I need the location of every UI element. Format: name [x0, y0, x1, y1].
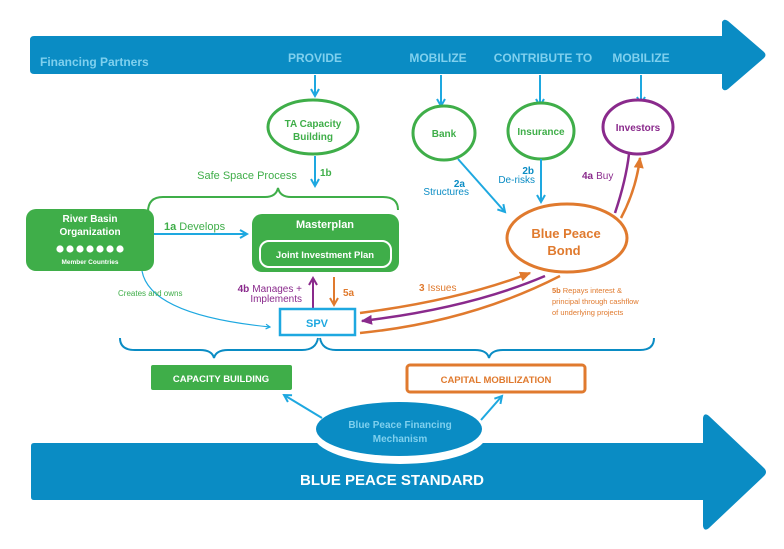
step-1a-number: 1a: [164, 221, 177, 233]
blue-peace-financing-mechanism: Blue Peace Financing Mechanism: [313, 402, 487, 464]
step-4b-text2: Implements: [250, 294, 302, 305]
top-banner-arrow: [30, 19, 766, 91]
insurance-node: Insurance: [506, 101, 576, 161]
ta-line1: TA Capacity: [285, 119, 342, 130]
creates-owns-label: Creates and owns: [118, 289, 182, 298]
member-country-dots: [56, 245, 124, 253]
curve-4a-orange: [619, 156, 644, 219]
curve-purple-to-spv: [360, 274, 546, 325]
capacity-building-pillar: CAPACITY BUILDING: [151, 365, 292, 390]
curve-5b-repay: [359, 274, 561, 335]
action-mobilize-bank: MOBILIZE: [409, 51, 466, 65]
action-mobilize-investors: MOBILIZE: [612, 51, 669, 65]
step-5b-line3: of underlying projects: [552, 308, 624, 317]
step-5b-line2: principal through cashflow: [552, 297, 639, 306]
blue-peace-bond-node: Blue Peace Bond: [505, 202, 629, 274]
insurance-label: Insurance: [517, 127, 565, 138]
curve-3-issues: [359, 271, 532, 315]
member-country-dot: [76, 245, 84, 253]
mechanism-line1: Blue Peace Financing: [348, 420, 451, 431]
member-countries-label: Member Countries: [61, 259, 118, 266]
masterplan-box: Masterplan Joint Investment Plan: [252, 214, 399, 272]
step-4a-text: Buy: [596, 171, 613, 182]
arrow-to-capacity: [282, 393, 323, 419]
step-2b-text: De-risks: [498, 175, 535, 186]
step-4a-number: 4a: [582, 171, 594, 182]
arrow-to-capital: [480, 394, 504, 421]
step-4b-text1: Manages +: [252, 284, 302, 295]
member-country-dot: [56, 245, 64, 253]
blue-peace-standard-label: BLUE PEACE STANDARD: [300, 472, 484, 489]
capacity-brace: [119, 337, 319, 359]
capital-brace: [319, 337, 655, 359]
member-country-dot: [116, 245, 124, 253]
rbo-line1: River Basin: [62, 214, 117, 225]
ta-capacity-building-node: TA Capacity Building: [266, 98, 360, 156]
masterplan-title: Masterplan: [296, 219, 354, 231]
step-2a-text: Structures: [423, 187, 469, 198]
step-1a-text: Develops: [179, 221, 225, 233]
member-country-dot: [106, 245, 114, 253]
member-country-dot: [86, 245, 94, 253]
step-3-number: 3: [419, 283, 425, 294]
member-country-dot: [96, 245, 104, 253]
mechanism-line2: Mechanism: [373, 434, 428, 445]
curve-4a-purple: [613, 153, 631, 214]
rbo-line2: Organization: [59, 227, 120, 238]
investors-node: Investors: [601, 98, 675, 156]
ta-line2: Building: [293, 132, 333, 143]
bottom-banner: BLUE PEACE STANDARD: [31, 414, 766, 530]
safe-space-brace: [147, 187, 399, 213]
bank-label: Bank: [432, 129, 457, 140]
member-country-dot: [66, 245, 74, 253]
step-2a-number: 2a: [454, 179, 466, 190]
step-4b-number: 4b: [238, 284, 250, 295]
step-2b-number: 2b: [522, 166, 534, 177]
step-5b-number: 5b: [552, 286, 561, 295]
bank-node: Bank: [411, 104, 477, 162]
creates-owns-arrow: [141, 270, 272, 330]
river-basin-organization: River Basin Organization Member Countrie…: [26, 209, 154, 271]
spv-box: SPV: [278, 307, 357, 337]
capital-mobilization-pillar: CAPITAL MOBILIZATION: [405, 363, 587, 394]
capital-mobilization-label: CAPITAL MOBILIZATION: [441, 375, 552, 386]
financing-partners-label: Financing Partners: [40, 55, 149, 69]
safe-space-label: Safe Space Process: [197, 170, 297, 182]
step-1b-number: 1b: [320, 168, 332, 179]
bottom-banner-arrow: [31, 414, 766, 530]
capacity-building-label: CAPACITY BUILDING: [173, 374, 269, 385]
investors-label: Investors: [616, 123, 661, 134]
step-5a-number: 5a: [343, 288, 355, 299]
bond-line2: Bond: [547, 243, 580, 258]
action-provide: PROVIDE: [288, 51, 342, 65]
joint-investment-plan: Joint Investment Plan: [276, 250, 374, 261]
spv-label: SPV: [306, 318, 329, 330]
step-5b-text1: Repays interest &: [563, 286, 622, 295]
top-banner: Financing Partners PROVIDE MOBILIZE CONT…: [30, 19, 766, 91]
step-3-text: Issues: [428, 283, 457, 294]
action-contribute-to: CONTRIBUTE TO: [494, 51, 592, 65]
arrow-2a: [457, 158, 507, 214]
bond-line1: Blue Peace: [531, 226, 600, 241]
